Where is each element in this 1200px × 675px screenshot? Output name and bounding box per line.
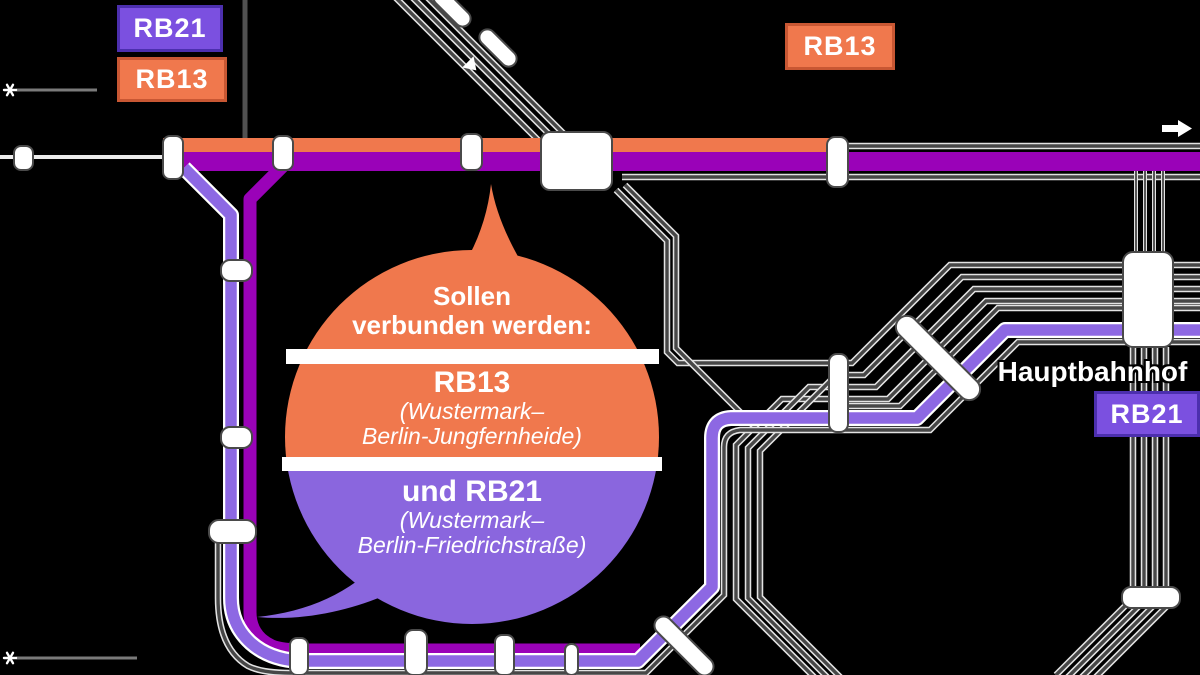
speech-bubble [257, 184, 662, 624]
bubble-rb21-route-line2: Berlin-Friedrichstraße) [357, 532, 587, 558]
asterisk-icon [2, 651, 18, 665]
main-line-magenta [163, 152, 1200, 171]
hauptbahnhof-label: Hauptbahnhof [997, 356, 1188, 387]
bubble-divider-2 [282, 457, 662, 471]
station-marker [220, 426, 253, 449]
asterisk-icon [2, 83, 18, 97]
hauptbahnhof-station-box [1122, 251, 1174, 348]
station-marker [828, 353, 849, 433]
bubble-rb13-route-line1: (Wustermark– [399, 398, 545, 424]
bubble-divider-1 [286, 349, 659, 364]
station-marker [1121, 586, 1181, 609]
rb21-purple-line [179, 163, 1200, 667]
station-marker [432, 0, 472, 28]
main-line-orange-rb13 [163, 138, 835, 152]
bubble-rb21-route-line1: (Wustermark– [399, 507, 545, 533]
bubble-rb21-title: und RB21 [401, 475, 542, 508]
station-marker [289, 637, 309, 675]
bubble-heading-line1: Sollen [432, 281, 511, 311]
badge-rb21-hauptbahnhof: RB21 [1094, 391, 1200, 437]
bubble-heading-line2: verbunden werden: [352, 310, 592, 340]
badge-rb21-top-left: RB21 [117, 5, 223, 52]
station-marker [826, 136, 849, 188]
station-marker [13, 145, 34, 171]
interchange-station-box [540, 131, 613, 191]
bubble-rb13-route-line2: Berlin-Jungfernheide) [362, 423, 582, 449]
station-marker [220, 259, 253, 282]
station-marker [404, 629, 428, 675]
right-arrow-icon [1162, 120, 1192, 137]
rb-lines [163, 138, 1200, 669]
station-marker [272, 135, 294, 171]
station-marker [162, 135, 184, 180]
badge-rb13-top-right: RB13 [785, 23, 895, 70]
direction-arrow-icon [462, 56, 477, 71]
badge-rb13-top-left: RB13 [117, 57, 227, 102]
station-marker [460, 133, 483, 171]
station-marker [494, 634, 515, 675]
station-marker [208, 519, 257, 544]
station-marker [478, 28, 518, 68]
station-marker [564, 643, 579, 675]
bubble-purple-half [287, 464, 657, 624]
bubble-rb13-title: RB13 [433, 366, 511, 399]
station-markers [13, 0, 1192, 675]
